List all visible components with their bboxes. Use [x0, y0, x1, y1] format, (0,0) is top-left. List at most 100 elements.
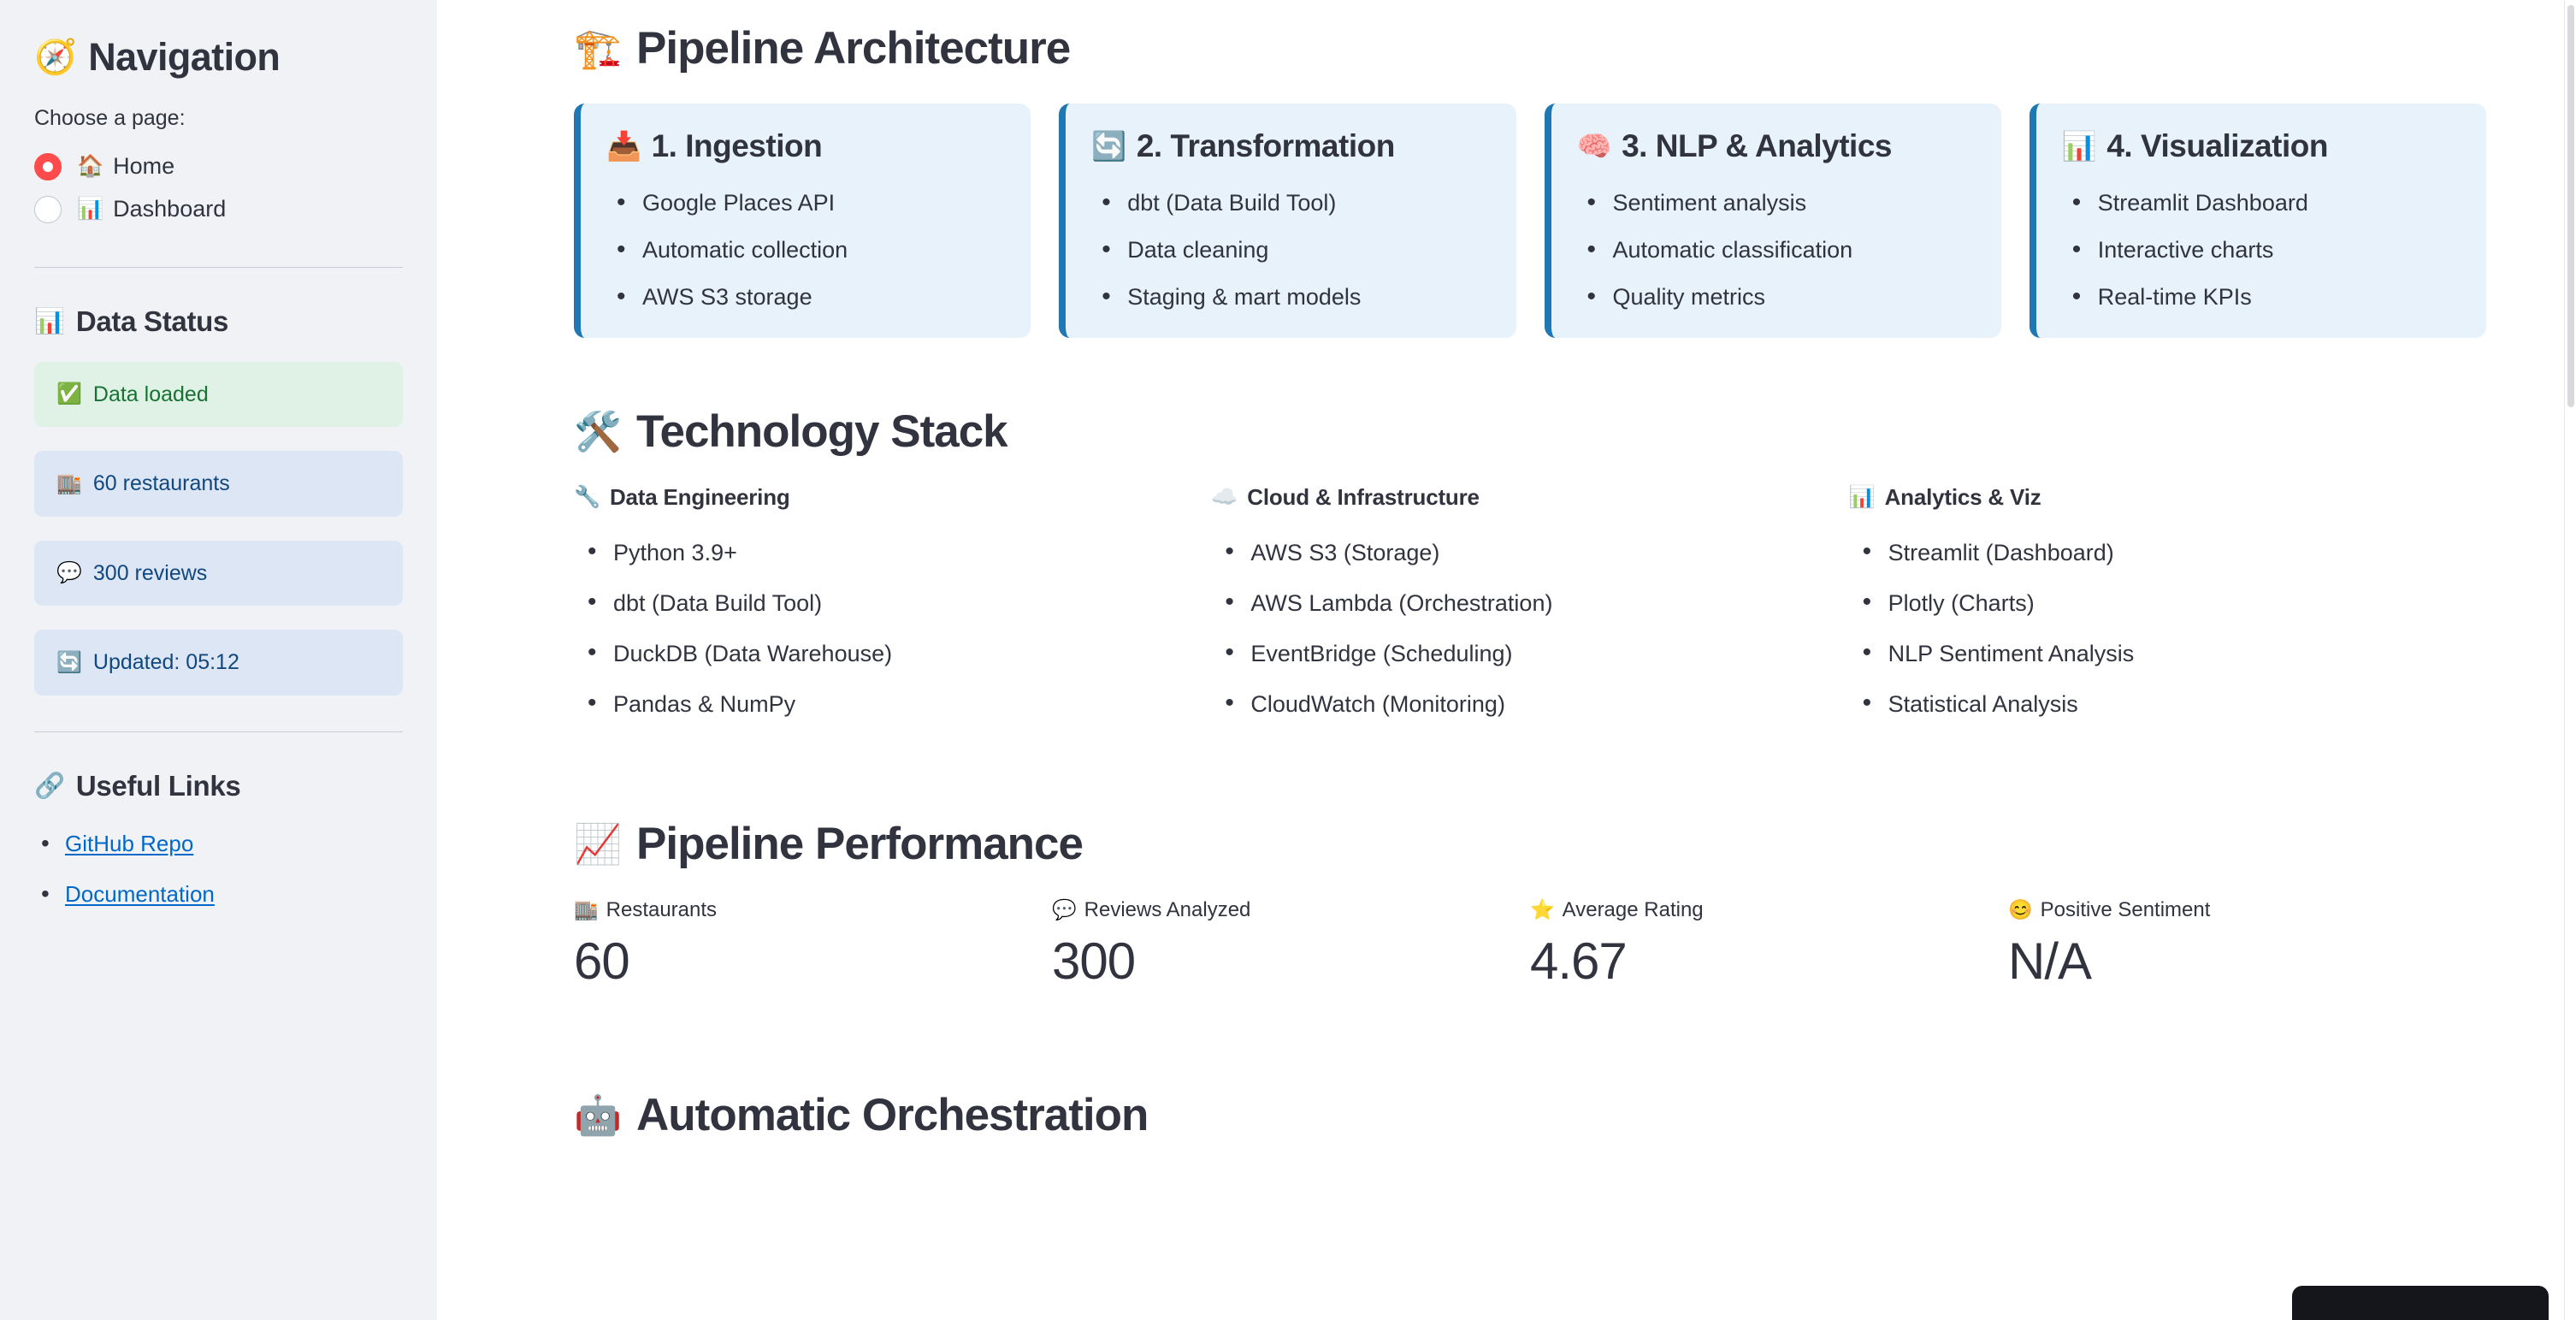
pipeline-card-transformation: 🔄 2. Transformation dbt (Data Build Tool… — [1059, 103, 1516, 339]
sidebar: 🧭 Navigation Choose a page: 🏠 Home 📊 Das… — [0, 0, 437, 1320]
vertical-scrollbar[interactable] — [2564, 0, 2576, 1320]
useful-links-title-text: Useful Links — [75, 769, 241, 802]
pipeline-card-nlp-analytics-list: Sentiment analysis Automatic classificat… — [1577, 186, 1972, 313]
metrics-row: 🏬 Restaurants 60 💬 Reviews Analyzed 300 … — [574, 897, 2486, 991]
pipeline-card-ingestion-title: 📥 1. Ingestion — [606, 127, 1001, 166]
link-icon: 🔗 — [34, 772, 65, 800]
radio-label-dashboard: 📊 Dashboard — [77, 196, 226, 222]
pipeline-card-transformation-list: dbt (Data Build Tool) Data cleaning Stag… — [1091, 186, 1486, 313]
list-item: AWS S3 (Storage) — [1211, 535, 1848, 568]
toast-notification[interactable] — [2292, 1286, 2549, 1320]
list-item: Automatic classification — [1577, 233, 1972, 266]
tech-column-data-engineering-title-text: Data Engineering — [609, 483, 790, 510]
pipeline-card-nlp-analytics: 🧠 3. NLP & Analytics Sentiment analysis … — [1544, 103, 2001, 339]
choose-page-label: Choose a page: — [34, 105, 186, 130]
data-status-title: 📊 Data Status — [34, 305, 403, 338]
list-item: GitHub Repo — [34, 826, 403, 861]
pipeline-card-transformation-title-text: 2. Transformation — [1136, 127, 1395, 163]
tech-column-data-engineering-title: 🔧 Data Engineering — [574, 483, 1211, 512]
check-mark-icon: ✅ — [56, 382, 82, 406]
list-item: Plotly (Charts) — [1849, 585, 2486, 619]
building-construction-icon: 🏗️ — [574, 27, 622, 71]
sidebar-nav-title-text: Navigation — [88, 35, 281, 79]
tech-column-data-engineering: 🔧 Data Engineering Python 3.9+ dbt (Data… — [574, 483, 1211, 740]
cloud-icon: ☁️ — [1211, 485, 1238, 510]
speech-balloon-icon: 💬 — [56, 561, 82, 585]
metric-average-rating-label-text: Average Rating — [1562, 898, 1704, 922]
page-title-orchestration-text: Automatic Orchestration — [636, 1089, 1149, 1140]
list-item: CloudWatch (Monitoring) — [1211, 686, 1848, 719]
status-badge-updated: 🔄 Updated: 05:12 — [34, 630, 403, 696]
radio-label-home-text: Home — [113, 153, 175, 179]
metric-average-rating-label: ⭐ Average Rating — [1530, 897, 2008, 923]
tech-column-analytics-viz: 📊 Analytics & Viz Streamlit (Dashboard) … — [1849, 483, 2486, 740]
radio-indicator-home[interactable] — [34, 152, 62, 181]
useful-links-list: GitHub Repo Documentation — [34, 826, 403, 912]
list-item: Statistical Analysis — [1849, 686, 2486, 719]
status-badge-reviews: 💬 300 reviews — [34, 540, 403, 606]
radio-indicator-dashboard[interactable] — [34, 195, 62, 223]
list-item: Sentiment analysis — [1577, 186, 1972, 219]
list-item: EventBridge (Scheduling) — [1211, 636, 1848, 669]
list-item: Pandas & NumPy — [574, 686, 1211, 719]
metric-restaurants-value: 60 — [574, 932, 630, 990]
pipeline-card-visualization-title-text: 4. Visualization — [2106, 127, 2328, 163]
store-icon: 🏬 — [574, 898, 599, 921]
metric-positive-sentiment-value: N/A — [2008, 932, 2092, 990]
page-title-tech-stack: 🛠️ Technology Stack — [574, 338, 2486, 459]
page-title-performance-text: Pipeline Performance — [636, 818, 1084, 869]
robot-icon: 🤖 — [574, 1092, 622, 1137]
pipeline-cards-row: 📥 1. Ingestion Google Places API Automat… — [574, 103, 2486, 339]
pipeline-card-nlp-analytics-title-text: 3. NLP & Analytics — [1622, 127, 1892, 163]
tech-column-cloud-infrastructure-list: AWS S3 (Storage) AWS Lambda (Orchestrati… — [1211, 535, 1848, 719]
list-item: Automatic collection — [606, 233, 1001, 266]
wrench-icon: 🔧 — [574, 485, 600, 510]
radio-option-dashboard[interactable]: 📊 Dashboard — [34, 188, 403, 231]
link-github-repo[interactable]: GitHub Repo — [65, 830, 194, 856]
list-item: AWS Lambda (Orchestration) — [1211, 585, 1848, 619]
list-item: dbt (Data Build Tool) — [574, 585, 1211, 619]
scrollbar-thumb[interactable] — [2567, 5, 2574, 407]
metric-positive-sentiment: 😊 Positive Sentiment N/A — [2008, 897, 2486, 991]
bar-chart-icon: 📊 — [34, 307, 65, 335]
list-item: Google Places API — [606, 186, 1001, 219]
status-badge-data-loaded-text: Data loaded — [92, 382, 209, 406]
metric-reviews-analyzed-label: 💬 Reviews Analyzed — [1052, 897, 1530, 923]
refresh-icon: 🔄 — [1091, 130, 1126, 163]
tech-column-analytics-viz-title-text: Analytics & Viz — [1884, 483, 2041, 510]
bar-chart-icon: 📊 — [1848, 485, 1876, 510]
refresh-icon: 🔄 — [56, 650, 82, 674]
main-content: 🏗️ Pipeline Architecture 📥 1. Ingestion … — [437, 0, 2576, 1320]
list-item: Documentation — [34, 877, 403, 911]
list-item: NLP Sentiment Analysis — [1849, 636, 2486, 669]
metric-positive-sentiment-label-text: Positive Sentiment — [2040, 898, 2211, 922]
page-title-orchestration: 🤖 Automatic Orchestration — [574, 992, 2486, 1143]
sidebar-divider-2 — [34, 731, 403, 732]
tech-column-analytics-viz-title: 📊 Analytics & Viz — [1849, 483, 2486, 512]
metric-positive-sentiment-label: 😊 Positive Sentiment — [2008, 897, 2486, 923]
tech-column-cloud-infrastructure-title: ☁️ Cloud & Infrastructure — [1211, 483, 1848, 512]
bar-chart-icon: 📊 — [77, 197, 104, 221]
link-documentation[interactable]: Documentation — [65, 881, 215, 908]
brain-icon: 🧠 — [1576, 130, 1612, 163]
list-item: Staging & mart models — [1091, 280, 1486, 313]
metric-average-rating: ⭐ Average Rating 4.67 — [1530, 897, 2008, 991]
store-icon: 🏬 — [56, 471, 82, 495]
radio-option-home[interactable]: 🏠 Home — [34, 145, 403, 188]
pipeline-card-nlp-analytics-title: 🧠 3. NLP & Analytics — [1577, 127, 1972, 166]
list-item: Streamlit Dashboard — [2062, 186, 2457, 219]
metric-restaurants-label-text: Restaurants — [606, 898, 718, 922]
status-badge-restaurants-text: 60 restaurants — [92, 471, 230, 495]
star-icon: ⭐ — [1530, 898, 1555, 921]
metric-average-rating-value: 4.67 — [1530, 932, 1628, 990]
tech-column-cloud-infrastructure: ☁️ Cloud & Infrastructure AWS S3 (Storag… — [1211, 483, 1848, 740]
page-radio-group[interactable]: 🏠 Home 📊 Dashboard — [34, 145, 403, 231]
metric-reviews-analyzed-label-text: Reviews Analyzed — [1084, 898, 1251, 922]
status-badge-restaurants: 🏬 60 restaurants — [34, 451, 403, 517]
metric-restaurants-label: 🏬 Restaurants — [574, 897, 1052, 923]
list-item: Real-time KPIs — [2062, 280, 2457, 313]
status-badge-updated-text: Updated: 05:12 — [92, 650, 239, 674]
inbox-tray-icon: 📥 — [606, 130, 641, 163]
pipeline-card-ingestion-list: Google Places API Automatic collection A… — [606, 186, 1001, 313]
